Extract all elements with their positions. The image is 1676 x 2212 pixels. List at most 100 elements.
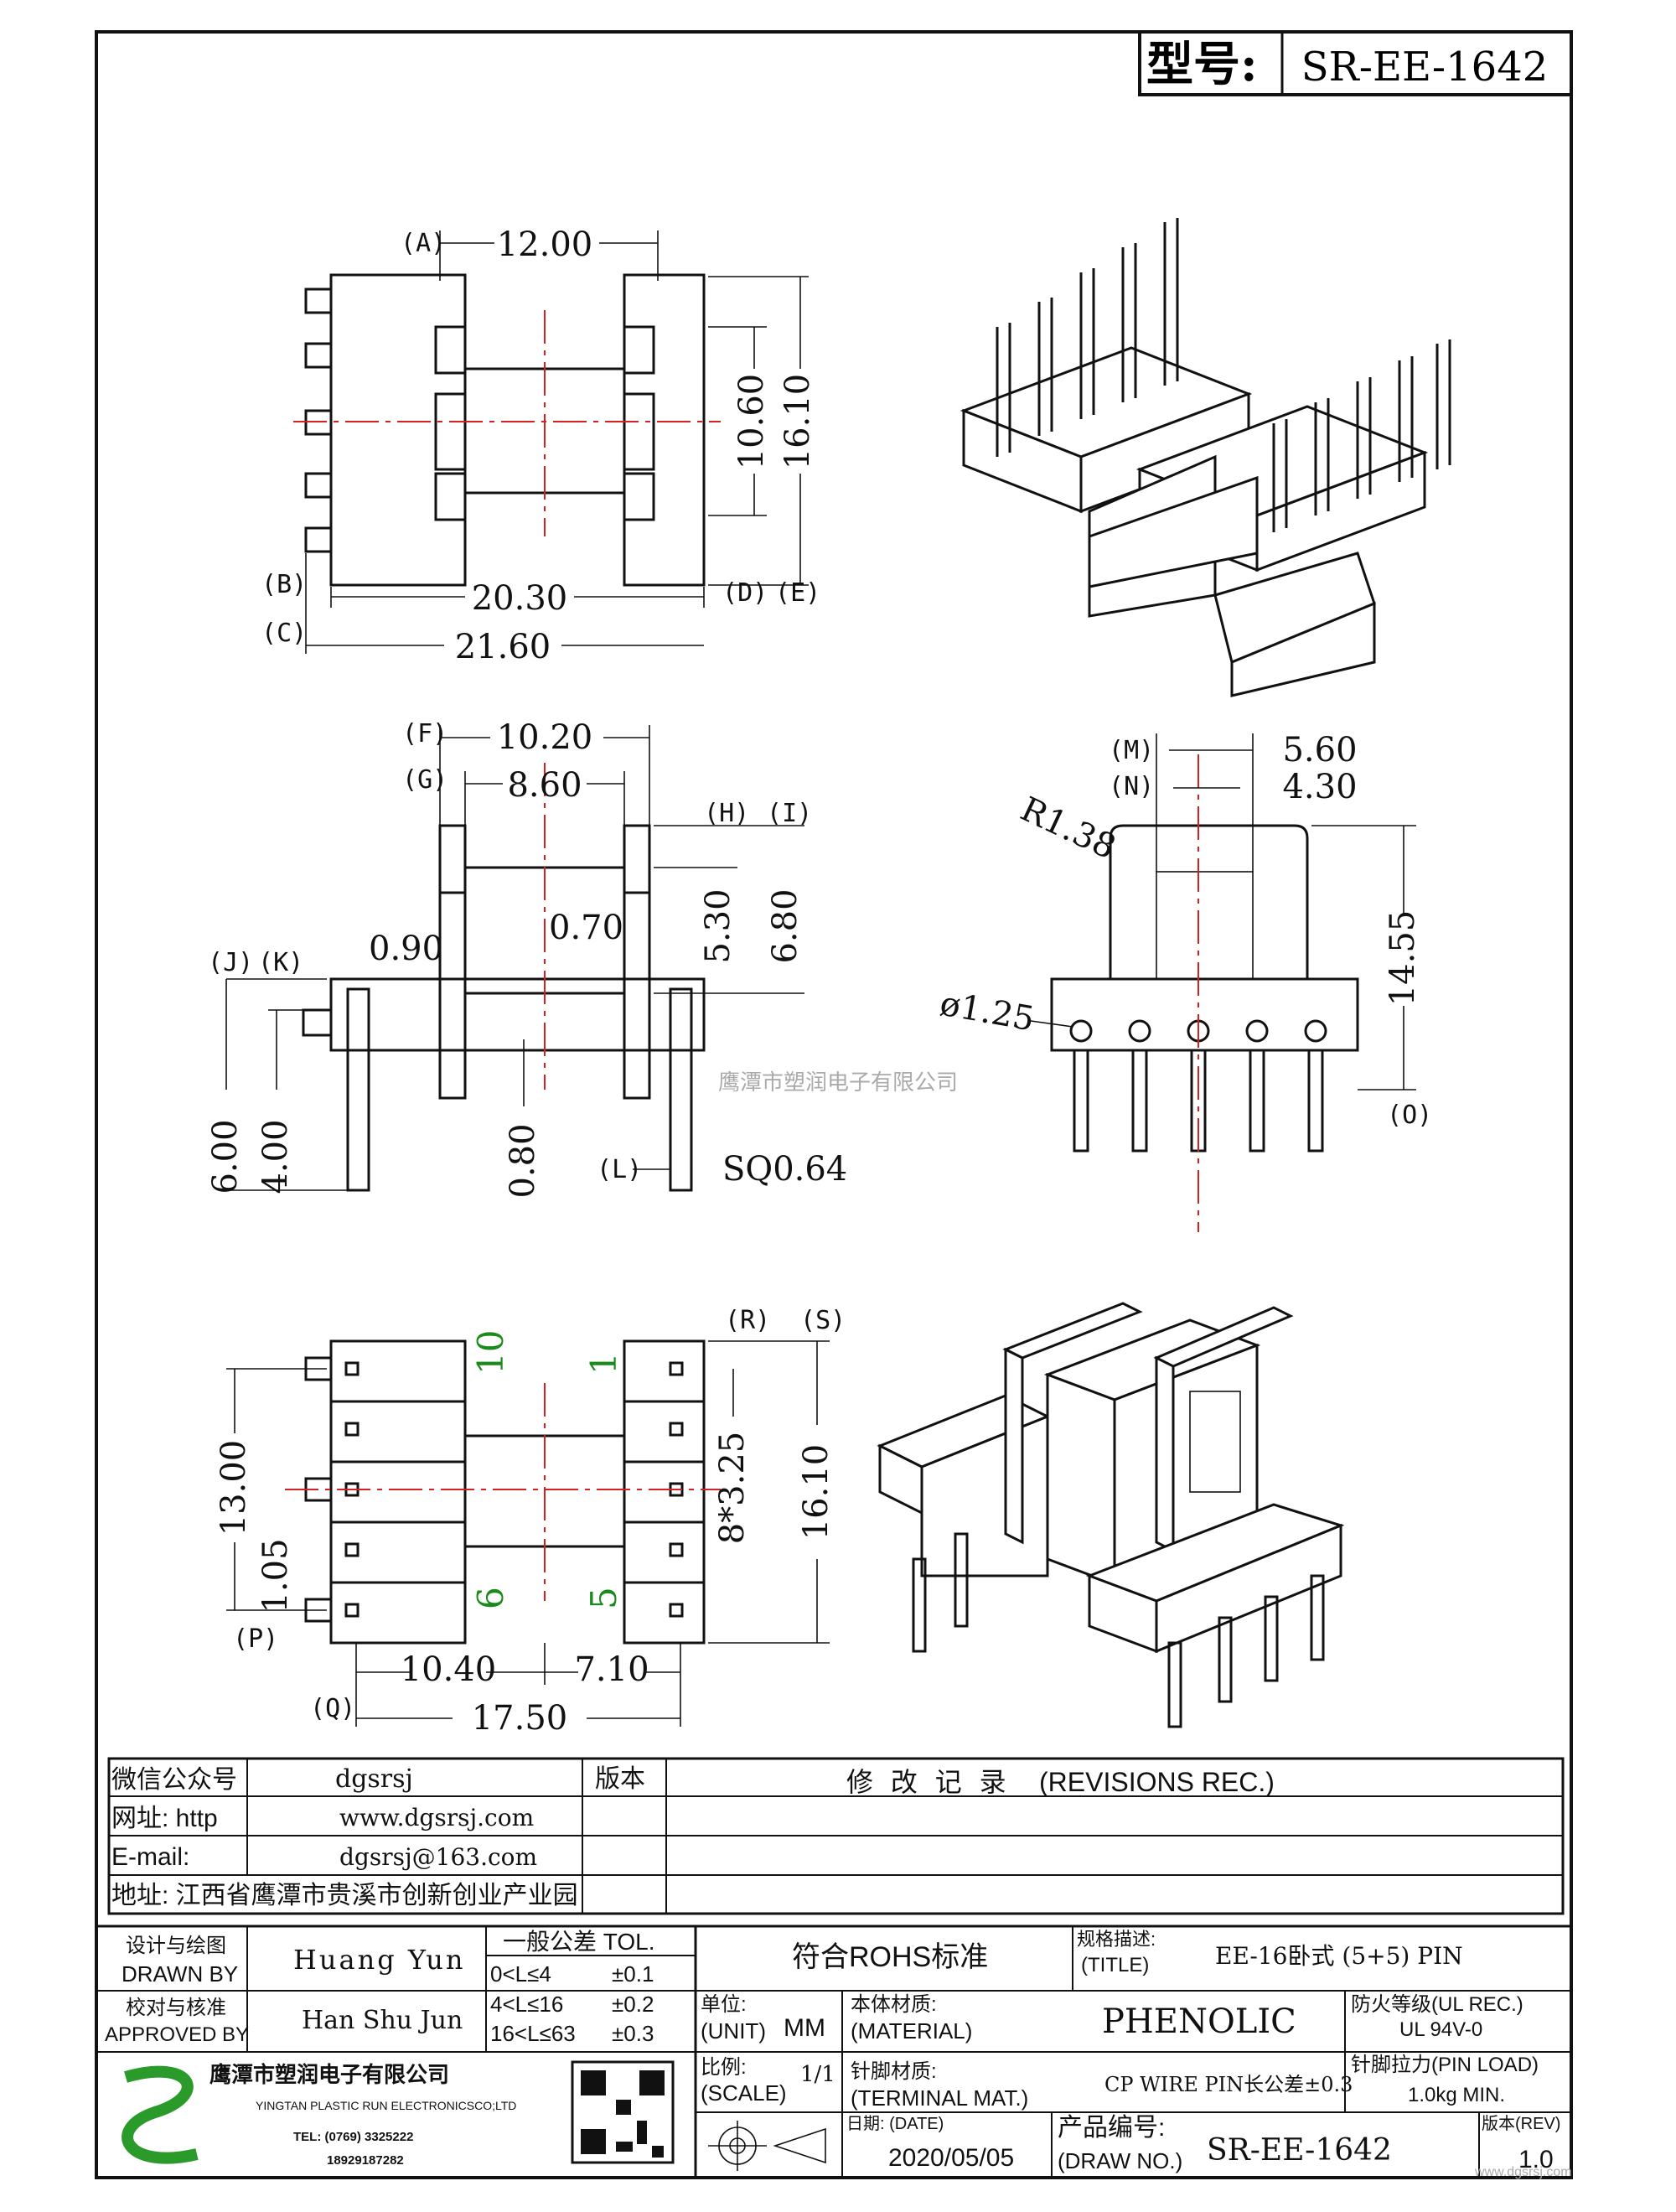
- bottom-view: 10 1 6 5 13.00 1.05 8*3.25 16.10 10.40 7…: [215, 1306, 846, 1738]
- dim-7-10: 7.10: [574, 1650, 649, 1689]
- watermark: 鹰潭市塑润电子有限公司: [718, 1070, 958, 1096]
- dim-0-70: 0.70: [549, 909, 623, 947]
- label-f: (F): [402, 719, 447, 749]
- label-b: (B): [261, 570, 307, 599]
- terminal-cn: 针脚材质:: [851, 2060, 937, 2083]
- label-h: (H): [704, 799, 749, 828]
- label-k: (K): [258, 948, 303, 977]
- title-cn: 规格描述:: [1077, 1929, 1156, 1950]
- scale-cn: 比例:: [701, 2056, 747, 2079]
- dim-8x3-25: 8*3.25: [713, 1432, 752, 1545]
- company-mobile: 18929187282: [327, 2153, 404, 2168]
- unit-en: (UNIT): [701, 2018, 766, 2044]
- pin-5: 5: [583, 1587, 624, 1609]
- tol-value-1: ±0.1: [612, 1961, 654, 1987]
- date-cn: 日期: (DATE): [846, 2115, 944, 2133]
- dim-r1-38: R1.38: [1015, 790, 1121, 867]
- address: 地址: 江西省鹰潭市贵溪市创新创业产业园: [111, 1882, 578, 1909]
- dim-sq0-64: SQ0.64: [722, 1150, 847, 1189]
- rev-value: 1.0: [1518, 2146, 1554, 2173]
- label-m: (M): [1109, 736, 1154, 765]
- dim-20-30: 20.30: [472, 579, 568, 618]
- fire-cn: 防火等级(UL REC.): [1351, 1993, 1523, 2016]
- wechat-value: dgsrsj: [335, 1764, 413, 1794]
- title-en: (TITLE): [1081, 1954, 1150, 1976]
- unit-value: MM: [784, 2014, 825, 2042]
- label-o: (O): [1387, 1101, 1432, 1130]
- revisions-label: 修 改 记 录: [846, 1767, 1011, 1797]
- label-g: (G): [402, 765, 447, 795]
- fire-value: UL 94V-0: [1399, 2018, 1483, 2041]
- dim-5-30: 5.30: [699, 888, 737, 963]
- dim-0-90: 0.90: [369, 930, 443, 968]
- web-value[interactable]: www.dgsrsj.com: [339, 1804, 535, 1831]
- pinload-value: 1.0kg MIN.: [1408, 2084, 1506, 2106]
- label-e: (E): [775, 578, 820, 608]
- dim-0-80: 0.80: [504, 1123, 542, 1198]
- drawno-cn: 产品编号:: [1058, 2114, 1166, 2142]
- dim-6-00: 6.00: [206, 1119, 245, 1194]
- label-q: (Q): [310, 1694, 355, 1723]
- title-block: [95, 1924, 1573, 2179]
- pin-10: 10: [470, 1330, 511, 1375]
- side-view: 10.20 8.60 5.30 6.80 0.90 0.70 6.00 4.00…: [206, 718, 847, 1199]
- dim-17-50: 17.50: [472, 1699, 568, 1738]
- drawno-value: SR-EE-1642: [1207, 2133, 1392, 2168]
- dim-8-60: 8.60: [507, 766, 582, 805]
- site-tag: www.dgsrsj.com: [1475, 2165, 1572, 2179]
- dim-14-55: 14.55: [1384, 910, 1422, 1007]
- material-cn: 本体材质:: [851, 1993, 937, 2016]
- front-view: 5.60 4.30 R1.38 ø1.25 14.55 (M) (N) (O): [937, 731, 1432, 1232]
- label-r: (R): [725, 1306, 770, 1335]
- dim-4-30: 4.30: [1282, 768, 1357, 806]
- tol-range-3: 16<L≤63: [490, 2021, 576, 2046]
- label-j: (J): [208, 948, 253, 977]
- tol-value-3: ±0.3: [612, 2021, 654, 2046]
- dim-10-60: 10.60: [732, 374, 771, 470]
- terminal-value: CP WIRE PIN长公差±0.3: [1104, 2073, 1353, 2096]
- revisions-en: (REVISIONS REC.): [1039, 1767, 1275, 1797]
- email-value[interactable]: dgsrsj@163.com: [339, 1843, 538, 1871]
- label-c: (C): [261, 619, 307, 648]
- pin-1: 1: [583, 1352, 624, 1375]
- tol-range-2: 4<L≤16: [490, 1992, 564, 2017]
- model-label: 型号:: [1146, 37, 1258, 92]
- pin-6: 6: [470, 1587, 511, 1609]
- pinload-cn: 针脚拉力(PIN LOAD): [1351, 2054, 1539, 2076]
- scale-value: 1/1: [800, 2062, 835, 2087]
- model-value: SR-EE-1642: [1301, 44, 1549, 91]
- dim-12: 12.00: [497, 225, 593, 264]
- company-cn: 鹰潭市塑润电子有限公司: [210, 2062, 450, 2087]
- rev-cn: 版本(REV): [1482, 2115, 1561, 2133]
- iso-view-bottom: [877, 1302, 1345, 1728]
- dim-13-00: 13.00: [215, 1440, 253, 1536]
- dim-10-20: 10.20: [497, 718, 593, 757]
- sheet-border: [95, 30, 1573, 2179]
- terminal-en: (TERMINAL MAT.): [851, 2085, 1029, 2111]
- label-a: (A): [401, 229, 446, 258]
- model-header-box: [1138, 30, 1573, 96]
- title-value: EE-16卧式 (5+5) PIN: [1215, 1942, 1463, 1970]
- drawno-en: (DRAW NO.): [1058, 2148, 1183, 2173]
- rohs-text: 符合ROHS标准: [792, 1941, 989, 1973]
- qr-code: [571, 2060, 675, 2164]
- unit-cn: 单位:: [701, 1993, 747, 2016]
- dim-1-05: 1.05: [256, 1538, 295, 1613]
- material-en: (MATERIAL): [851, 2018, 973, 2044]
- label-n: (N): [1109, 772, 1154, 801]
- label-d: (D): [722, 578, 768, 608]
- company-en: YINGTAN PLASTIC RUN ELECTRONICSCO;LTD: [256, 2099, 517, 2112]
- approver-cn: 校对与核准: [126, 1997, 226, 2019]
- dim-10-40: 10.40: [401, 1650, 497, 1689]
- company-tel: TEL: (0769) 3325222: [293, 2130, 414, 2144]
- company-logo: [122, 2065, 199, 2164]
- info-table: [107, 1757, 1565, 1915]
- dim-5-60: 5.60: [1282, 731, 1357, 769]
- date-value: 2020/05/05: [888, 2144, 1015, 2172]
- dim-4-00: 4.00: [256, 1119, 295, 1194]
- designer-en: DRAWN BY: [122, 1961, 239, 1987]
- version-label: 版本: [595, 1765, 645, 1793]
- designer-cn: 设计与绘图: [126, 1935, 226, 1957]
- designer-name: Huang Yun: [293, 1944, 466, 1976]
